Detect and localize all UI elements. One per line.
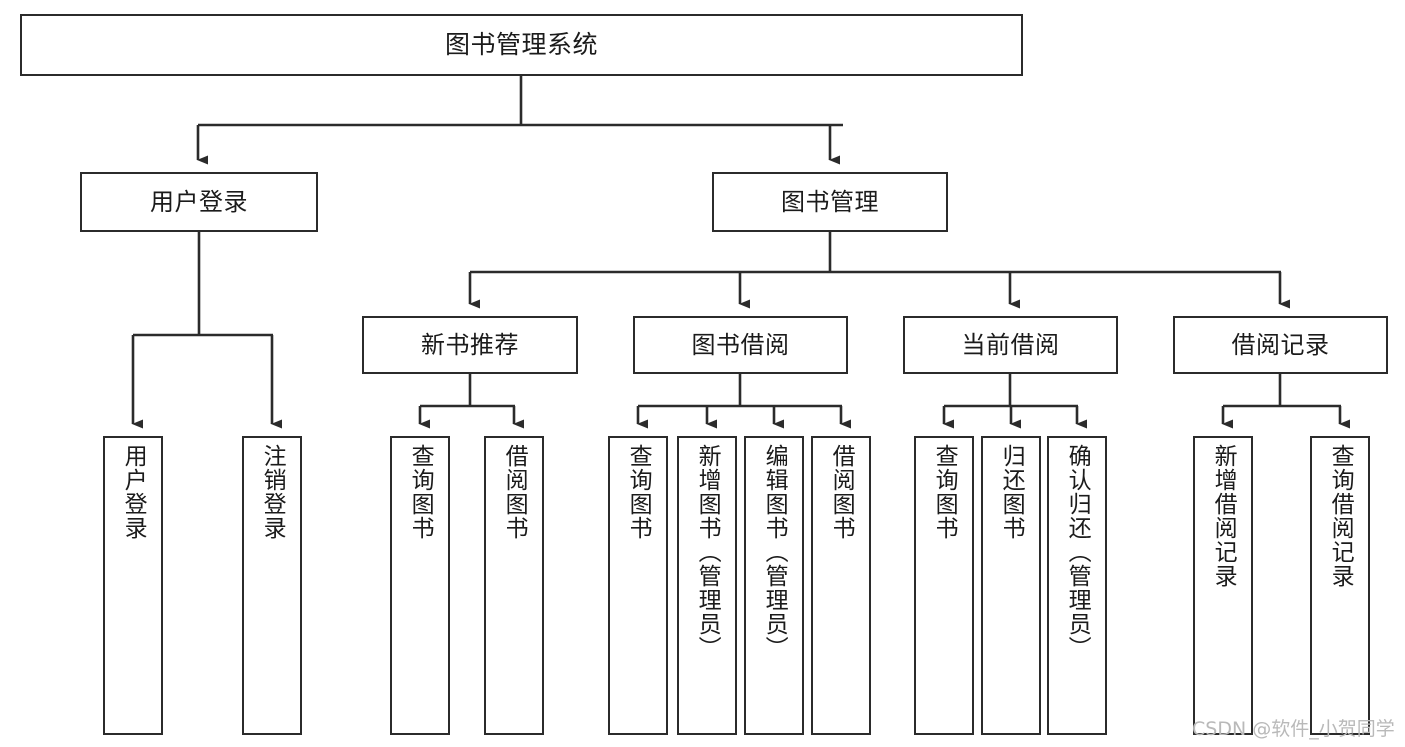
node-label: 图书管理系统 [444,30,598,60]
node-label: 新书推荐 [421,330,519,359]
node-label: 归还图书 [998,444,1025,540]
node-label: 查询图书 [625,444,652,540]
node-leaf-logout-login[interactable]: 注销登录 [242,436,302,735]
node-label: 用户登录 [120,444,147,540]
node-label: 图书管理 [781,187,879,216]
node-label: 注销登录 [259,444,286,540]
node-new-book-recommend[interactable]: 新书推荐 [362,316,578,374]
node-label: 确认归还（管理员） [1064,444,1091,660]
node-label: 当前借阅 [961,330,1060,359]
node-borrow-record[interactable]: 借阅记录 [1173,316,1388,374]
node-leaf-borrow-book-2[interactable]: 借阅图书 [811,436,871,735]
node-user-login[interactable]: 用户登录 [80,172,318,232]
node-label: 编辑图书（管理员） [761,444,788,660]
node-leaf-query-book-2[interactable]: 查询图书 [608,436,668,735]
node-leaf-query-borrow-record[interactable]: 查询借阅记录 [1310,436,1370,735]
node-label: 查询图书 [931,444,958,540]
node-label: 借阅记录 [1231,330,1330,359]
node-root-book-management-system[interactable]: 图书管理系统 [20,14,1023,76]
node-label: 查询借阅记录 [1327,444,1354,588]
node-label: 图书借阅 [691,330,790,359]
node-label: 用户登录 [150,187,248,216]
node-label: 借阅图书 [501,444,528,540]
node-current-borrow[interactable]: 当前借阅 [903,316,1118,374]
node-leaf-borrow-book-1[interactable]: 借阅图书 [484,436,544,735]
node-leaf-confirm-return-admin[interactable]: 确认归还（管理员） [1047,436,1107,735]
node-leaf-add-borrow-record[interactable]: 新增借阅记录 [1193,436,1253,735]
node-leaf-edit-book-admin[interactable]: 编辑图书（管理员） [744,436,804,735]
node-leaf-user-login[interactable]: 用户登录 [103,436,163,735]
node-book-management[interactable]: 图书管理 [712,172,948,232]
node-label: 新增图书（管理员） [694,444,721,660]
csdn-watermark: CSDN @软件_小贺同学 [1192,718,1395,740]
node-leaf-return-book[interactable]: 归还图书 [981,436,1041,735]
node-book-borrow[interactable]: 图书借阅 [633,316,848,374]
node-label: 借阅图书 [828,444,855,540]
node-label: 新增借阅记录 [1210,444,1237,588]
node-leaf-add-book-admin[interactable]: 新增图书（管理员） [677,436,737,735]
node-leaf-query-book-3[interactable]: 查询图书 [914,436,974,735]
node-leaf-query-book-1[interactable]: 查询图书 [390,436,450,735]
node-label: 查询图书 [407,444,434,540]
